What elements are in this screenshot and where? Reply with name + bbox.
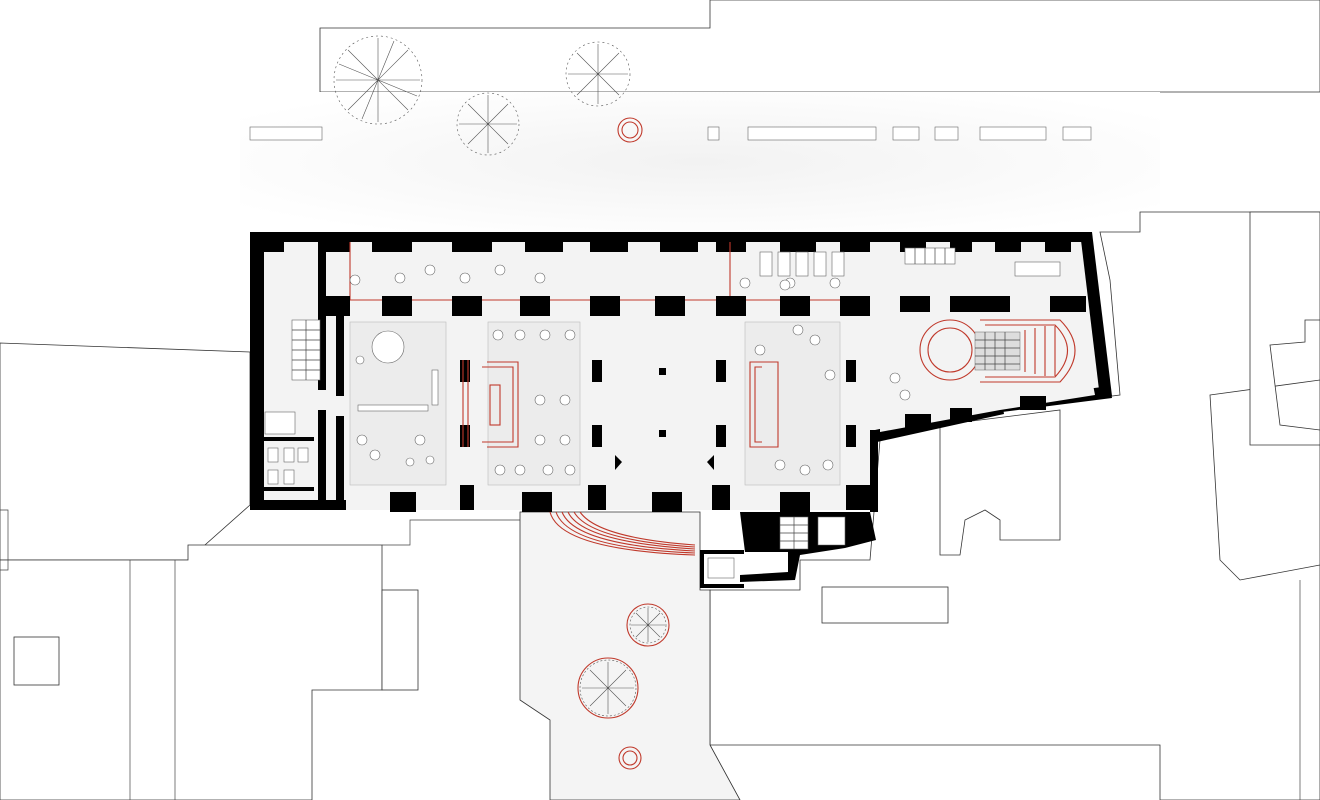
street-plaza	[240, 92, 1160, 232]
entrance-steps	[549, 511, 696, 556]
entrance-marker-left	[615, 455, 622, 470]
annex-block	[381, 589, 419, 691]
building	[250, 232, 1112, 588]
auditorium	[880, 318, 1095, 432]
trees	[333, 35, 670, 770]
inner-courtyard	[939, 409, 1061, 556]
north-corridor	[326, 242, 1086, 316]
property-line-3	[382, 519, 520, 546]
planter-ring-inner	[621, 121, 639, 139]
south-east-core	[700, 512, 876, 588]
hall-piers	[336, 316, 870, 512]
planter-ring	[617, 117, 643, 143]
left-wing	[264, 240, 326, 510]
stair-north	[904, 247, 956, 265]
top-neighbour-building	[319, 0, 1320, 93]
tree-icon	[577, 657, 639, 719]
tree-icon	[565, 41, 631, 107]
tree-icon	[626, 603, 670, 647]
tree-icon	[456, 92, 520, 156]
right-edge-building	[1249, 211, 1320, 446]
street-benches	[249, 126, 1092, 141]
tree-icon	[333, 35, 423, 125]
entrance-marker-right	[707, 455, 714, 470]
reception-counters	[462, 360, 779, 448]
parking-block	[821, 586, 949, 624]
planter-ring-inner	[622, 750, 638, 766]
left-neighbour-building	[0, 342, 251, 561]
room-furniture	[355, 279, 836, 476]
corridor-tables	[349, 264, 841, 289]
courtyard-block	[13, 636, 60, 686]
entrance-courtyard	[519, 511, 741, 800]
planter-ring	[618, 746, 642, 770]
edge-line	[0, 509, 9, 571]
kiosk	[707, 557, 735, 579]
toilet-block	[264, 411, 296, 435]
